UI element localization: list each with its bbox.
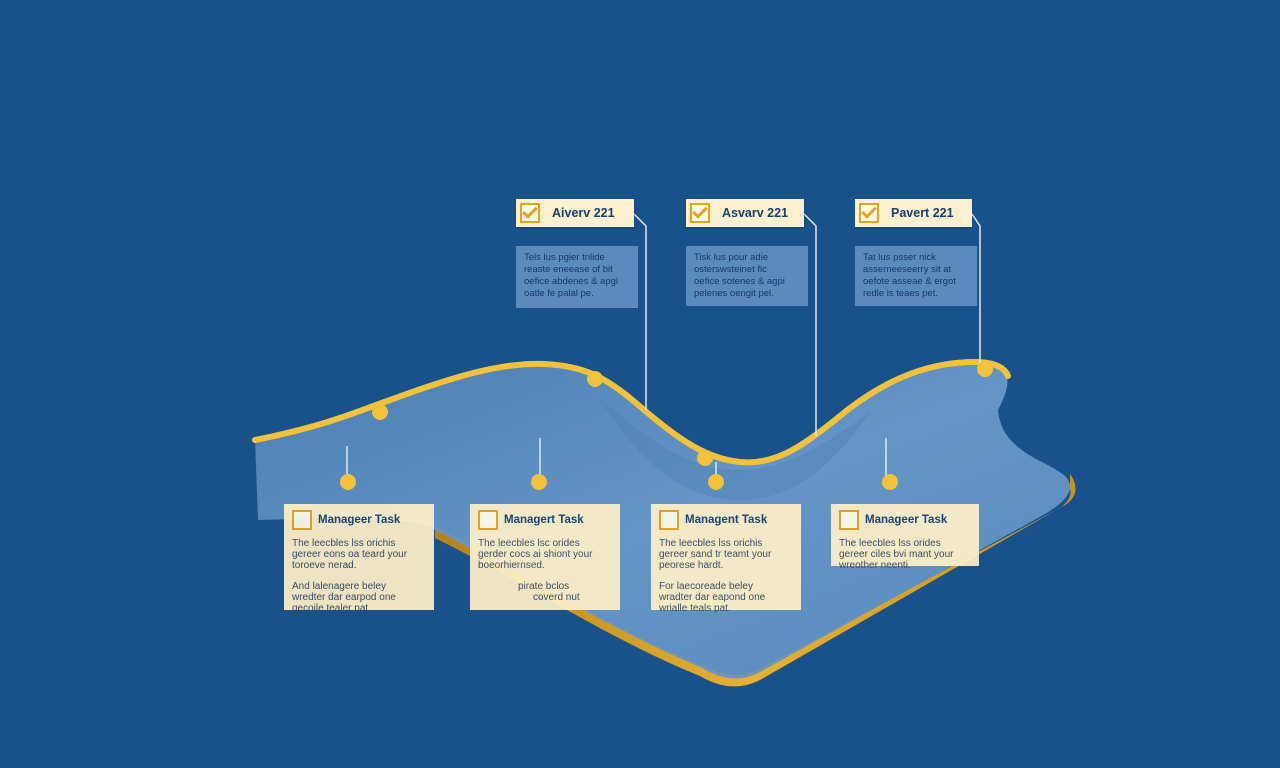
note-line: oefice sotenes & agpi bbox=[694, 276, 785, 287]
task-title: Manageer Task bbox=[318, 514, 401, 526]
task-line: gerder cocs ai shiont your bbox=[478, 549, 593, 560]
task-title: Managent Task bbox=[685, 514, 768, 526]
note-line: reaste eneease of bit bbox=[524, 264, 613, 275]
note-line: osterswsteinet fic bbox=[694, 264, 767, 275]
task-line: coverd nut bbox=[533, 592, 580, 603]
connector-line-1 bbox=[633, 213, 647, 410]
task-pin-1 bbox=[340, 474, 356, 490]
task-pin-2 bbox=[531, 474, 547, 490]
task-card-4[interactable]: Manageer Task The leecbles lss orides ge… bbox=[831, 504, 979, 571]
task-line: pirate bclos bbox=[518, 581, 570, 592]
task-line: For laecoreade beley bbox=[659, 581, 753, 592]
note-line: redle is teaes pet. bbox=[863, 288, 938, 299]
note-line: oefice abdenes & apgi bbox=[524, 276, 619, 287]
connector-line-2 bbox=[803, 213, 817, 436]
timeline-marker-3 bbox=[697, 450, 713, 466]
checkbox-icon[interactable] bbox=[659, 510, 679, 530]
note-line: pelenes oengit pel. bbox=[694, 288, 774, 299]
checkbox-icon[interactable] bbox=[478, 510, 498, 530]
milestone-tag-2[interactable]: Asvarv 221 bbox=[686, 199, 804, 227]
task-line: The leecbles lss orides bbox=[839, 538, 941, 549]
milestone-label: Asvarv 221 bbox=[722, 206, 789, 220]
note-line: asserneeseerry sit at bbox=[863, 264, 952, 275]
task-line: gereer sand tr teamt your bbox=[659, 549, 772, 560]
task-pin-3 bbox=[708, 474, 724, 490]
task-card-3[interactable]: Managent Task The leecbles lss orichis g… bbox=[651, 504, 801, 614]
task-line: The leecbles lsc orides bbox=[478, 538, 580, 549]
milestone-tag-3[interactable]: Pavert 221 bbox=[855, 199, 972, 227]
note-line: oefote asseae & ergot bbox=[863, 276, 956, 287]
task-line: gereer eons oa teard your bbox=[292, 549, 408, 560]
checkbox-checked-icon[interactable] bbox=[859, 203, 879, 223]
milestone-note-2: Tisk lus pour adie osterswsteinet fic oe… bbox=[686, 246, 808, 306]
task-line: gereer ciles bvi mant your bbox=[839, 549, 954, 560]
timeline-curve bbox=[252, 358, 1011, 466]
task-line: wradter dar eapond one bbox=[659, 592, 766, 603]
connector-line-3 bbox=[971, 213, 981, 366]
note-line: Tisk lus pour adie bbox=[694, 252, 769, 263]
timeline-marker-4 bbox=[977, 361, 993, 377]
task-title: Managert Task bbox=[504, 514, 584, 526]
task-line: wreother neenti. bbox=[839, 560, 911, 571]
milestone-note-3: Tat lus psser nick asserneeseerry sit at… bbox=[855, 246, 977, 306]
task-line: boeorhiernsed. bbox=[478, 560, 545, 571]
milestone-label: Pavert 221 bbox=[891, 206, 954, 220]
timeline-marker-2 bbox=[587, 371, 603, 387]
task-pin-4 bbox=[882, 474, 898, 490]
timeline-marker-1 bbox=[372, 404, 388, 420]
task-card-1[interactable]: Manageer Task The leecbles lss orichis g… bbox=[284, 504, 434, 614]
task-line: toroeve nerad. bbox=[292, 560, 357, 571]
task-line: The leecbles lss orichis bbox=[292, 538, 396, 549]
task-title: Manageer Task bbox=[865, 514, 948, 526]
task-line: The leecbles lss orichis bbox=[659, 538, 763, 549]
checkbox-checked-icon[interactable] bbox=[690, 203, 710, 223]
checkbox-icon[interactable] bbox=[839, 510, 859, 530]
surface-shading bbox=[600, 400, 870, 500]
milestone-label: Aiverv 221 bbox=[552, 206, 615, 220]
task-line: wrialle teals pat. bbox=[659, 603, 731, 614]
task-card-2[interactable]: Managert Task The leecbles lsc orides ge… bbox=[470, 504, 620, 610]
task-line: And lalenagere beley bbox=[292, 581, 386, 592]
task-line: gecoile tealer pat. bbox=[292, 603, 371, 614]
checkbox-checked-icon[interactable] bbox=[520, 203, 540, 223]
milestone-note-1: Tels lus pgier tnlide reaste eneease of … bbox=[516, 246, 638, 308]
note-line: oatle fe palal pe. bbox=[524, 288, 594, 299]
note-line: Tat lus psser nick bbox=[863, 252, 936, 263]
note-line: Tels lus pgier tnlide bbox=[524, 252, 605, 263]
task-line: wredter dar earpod one bbox=[292, 592, 396, 603]
task-line: peorese hardt. bbox=[659, 560, 724, 571]
milestone-tag-1[interactable]: Aiverv 221 bbox=[516, 199, 634, 227]
checkbox-icon[interactable] bbox=[292, 510, 312, 530]
